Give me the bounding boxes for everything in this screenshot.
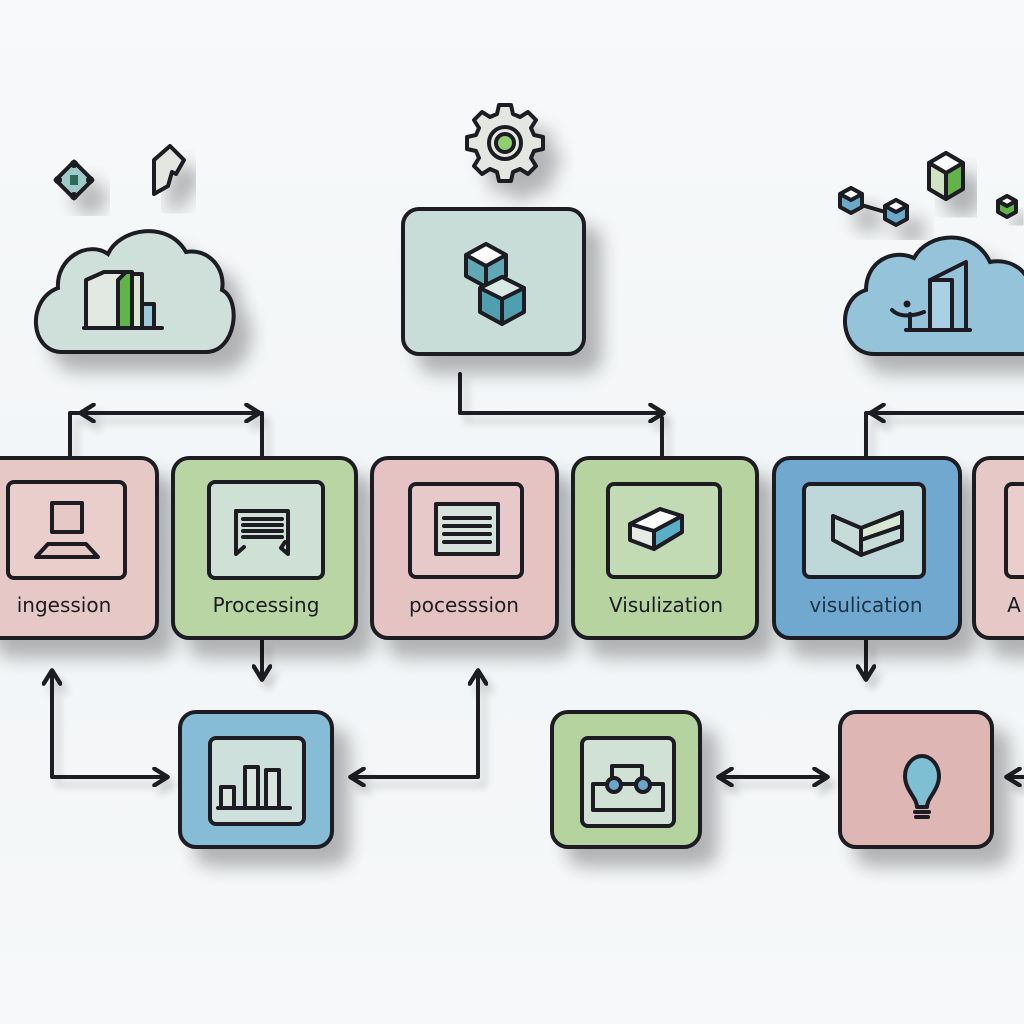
stage-row: ingession Processing [0,456,1024,640]
person-building-icon [890,260,972,332]
network-node-icon [53,159,95,201]
stage-a-partial[interactable]: A [972,456,1024,640]
stage-visulication[interactable]: visulication [772,456,962,640]
stage-label: Processing [213,593,320,617]
connector-right-top [864,411,1024,460]
laptop-icon [34,501,100,559]
cloud-storage-right [843,235,1024,356]
stacked-cubes-icon [464,242,526,326]
toolbox-icon [591,764,665,812]
linked-cubes-icon [838,186,909,227]
stage-label: pocesssion [409,593,519,617]
gear-icon [465,103,545,183]
3d-block-icon [628,507,684,551]
stage-ingession[interactable]: ingession [0,456,159,640]
small-cube-icon [996,194,1018,219]
text-lines-icon [434,502,500,556]
connector-compute-to-visualization [458,372,662,413]
toolbox-box[interactable] [550,710,702,849]
compute-box[interactable] [401,207,586,356]
layered-chart-icon [831,510,904,557]
stage-label: A [1007,593,1021,617]
stage-label: ingession [17,593,112,617]
green-cube-icon [927,151,965,201]
cloud-storage-left [33,229,236,354]
connector-ingestion-processing-top [68,411,264,460]
connectors [52,372,1024,777]
bar-chart-3d-icon [82,270,164,330]
stage-label: visulication [809,593,922,617]
connector-ingestion-to-analytics [52,672,166,777]
document-list-icon [234,509,290,556]
bar-chart-icon [216,765,292,810]
insight-box[interactable] [838,710,994,849]
flag-icon [152,144,186,196]
connector-analytics-to-procession [352,672,478,777]
stage-pocesssion[interactable]: pocesssion [370,456,559,640]
stage-processing[interactable]: Processing [171,456,358,640]
lightbulb-icon [903,754,941,819]
analytics-box[interactable] [178,710,334,849]
stage-label: Visulization [609,593,723,617]
stage-visulization[interactable]: Visulization [571,456,759,640]
